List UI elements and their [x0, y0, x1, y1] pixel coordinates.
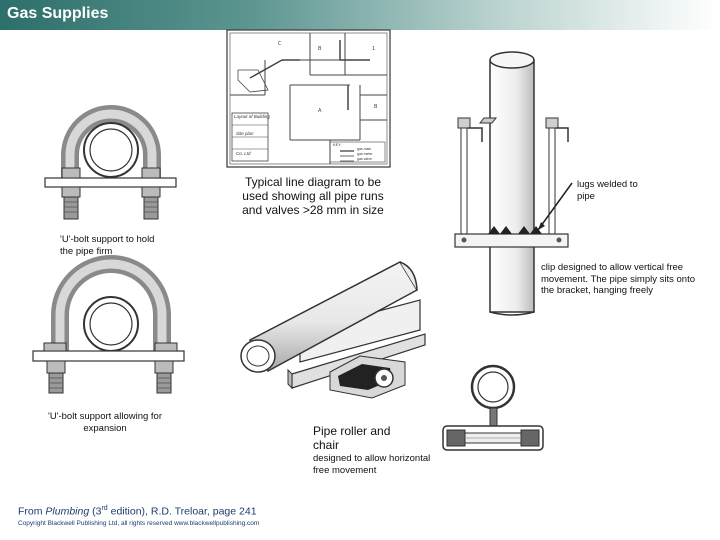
source-citation: From Plumbing (3rd edition), R.D. Treloa… [18, 505, 257, 518]
clip-caption: clip designed to allow vertical free mov… [541, 262, 696, 296]
lugs-caption: lugs welded to pipe [577, 179, 638, 202]
ubolt-firm-caption: 'U'-bolt support to hold the pipe firm [60, 234, 155, 257]
copyright-notice: Copyright Blackwell Publishing Ltd, all … [18, 520, 260, 527]
plan-key-item-1: gas main [357, 147, 372, 151]
page-title: Gas Supplies [7, 5, 109, 22]
plan-title-block-3: Co. Ltd [236, 151, 251, 156]
ubolt-expansion-caption: 'U'-bolt support allowing for expansion [48, 411, 162, 434]
header-bar: Gas Supplies [0, 0, 720, 30]
plan-key-item-3: gas valve [357, 157, 372, 161]
plan-key-heading: KEY [333, 142, 342, 147]
line-diagram-caption: Typical line diagram to be used showing … [242, 175, 384, 217]
svg-text:A: A [318, 108, 322, 114]
svg-text:1: 1 [372, 46, 375, 52]
svg-text:C: C [278, 41, 282, 47]
svg-text:B: B [374, 104, 378, 110]
svg-text:B: B [318, 46, 322, 52]
roller-title: Pipe roller and chair [313, 424, 391, 452]
roller-description: designed to allow horizontal free moveme… [313, 453, 431, 476]
plan-key-item-2: gas meter [357, 152, 373, 156]
plan-title-block-2: Site plan [236, 131, 254, 136]
plan-title-block-1: Layout of Building [234, 114, 270, 119]
